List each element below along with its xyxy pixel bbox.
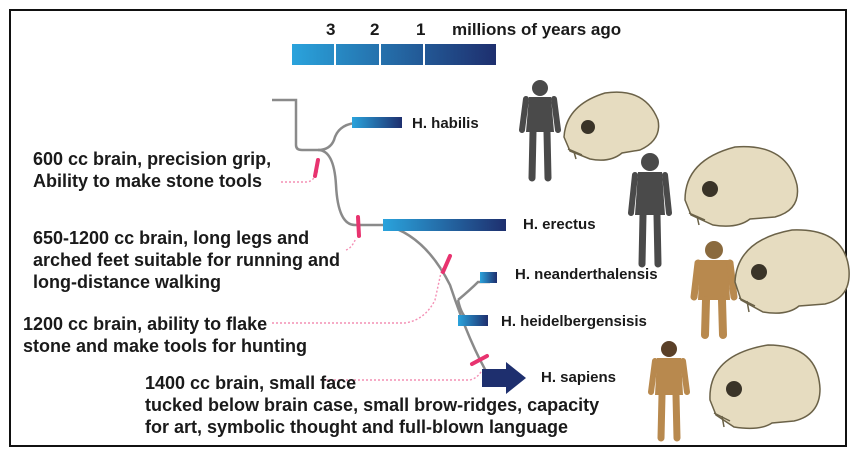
skull-sapiens (710, 345, 820, 428)
figure-habilis (522, 80, 558, 178)
annotation-line: Ability to make stone tools (33, 170, 271, 192)
skull-neanderthalensis (735, 230, 849, 313)
annotation-line: 600 cc brain, precision grip, (33, 148, 271, 170)
figure-neanderthal (694, 241, 734, 335)
trait-markers (315, 160, 487, 364)
annotation-heidelbergensis: 1200 cc brain, ability to flake stone an… (23, 313, 307, 357)
annotation-line: for art, symbolic thought and full-blown… (145, 416, 599, 438)
skull-erectus (685, 147, 798, 226)
annotation-habilis: 600 cc brain, precision grip, Ability to… (33, 148, 271, 192)
annotation-line: arched feet suitable for running and (33, 249, 340, 271)
figure-sapiens (651, 341, 687, 438)
tick-1: 1 (416, 20, 425, 40)
annotation-line: 1400 cc brain, small face (145, 372, 599, 394)
annotation-line: 1200 cc brain, ability to flake (23, 313, 307, 335)
species-label-neanderthalensis: H. neanderthalensis (515, 266, 658, 283)
species-label-erectus: H. erectus (523, 216, 596, 233)
marker-erectus (358, 217, 359, 236)
tick-2: 2 (370, 20, 379, 40)
species-bars (352, 117, 526, 394)
species-label-habilis: H. habilis (412, 115, 479, 132)
timescale-bar (292, 44, 496, 65)
erectus-bar (383, 219, 506, 231)
marker-habilis (315, 160, 318, 176)
annotation-line: stone and make tools for hunting (23, 335, 307, 357)
timescale-unit-label: millions of years ago (452, 20, 621, 40)
annotation-erectus: 650-1200 cc brain, long legs and arched … (33, 227, 340, 293)
annotation-line: tucked below brain case, small brow-ridg… (145, 394, 599, 416)
heidelbergensisis-bar (458, 315, 488, 326)
skull-habilis (564, 92, 659, 160)
species-label-heidelbergensisis: H. heidelbergensisis (501, 313, 647, 330)
figure-erectus (631, 153, 669, 264)
marker-heidelbergensis (443, 256, 450, 272)
annotation-line: long-distance walking (33, 271, 340, 293)
habilis-bar (352, 117, 402, 128)
annotation-line: 650-1200 cc brain, long legs and (33, 227, 340, 249)
annotation-sapiens: 1400 cc brain, small face tucked below b… (145, 372, 599, 438)
neanderthalensis-bar (480, 272, 497, 283)
tick-3: 3 (326, 20, 335, 40)
